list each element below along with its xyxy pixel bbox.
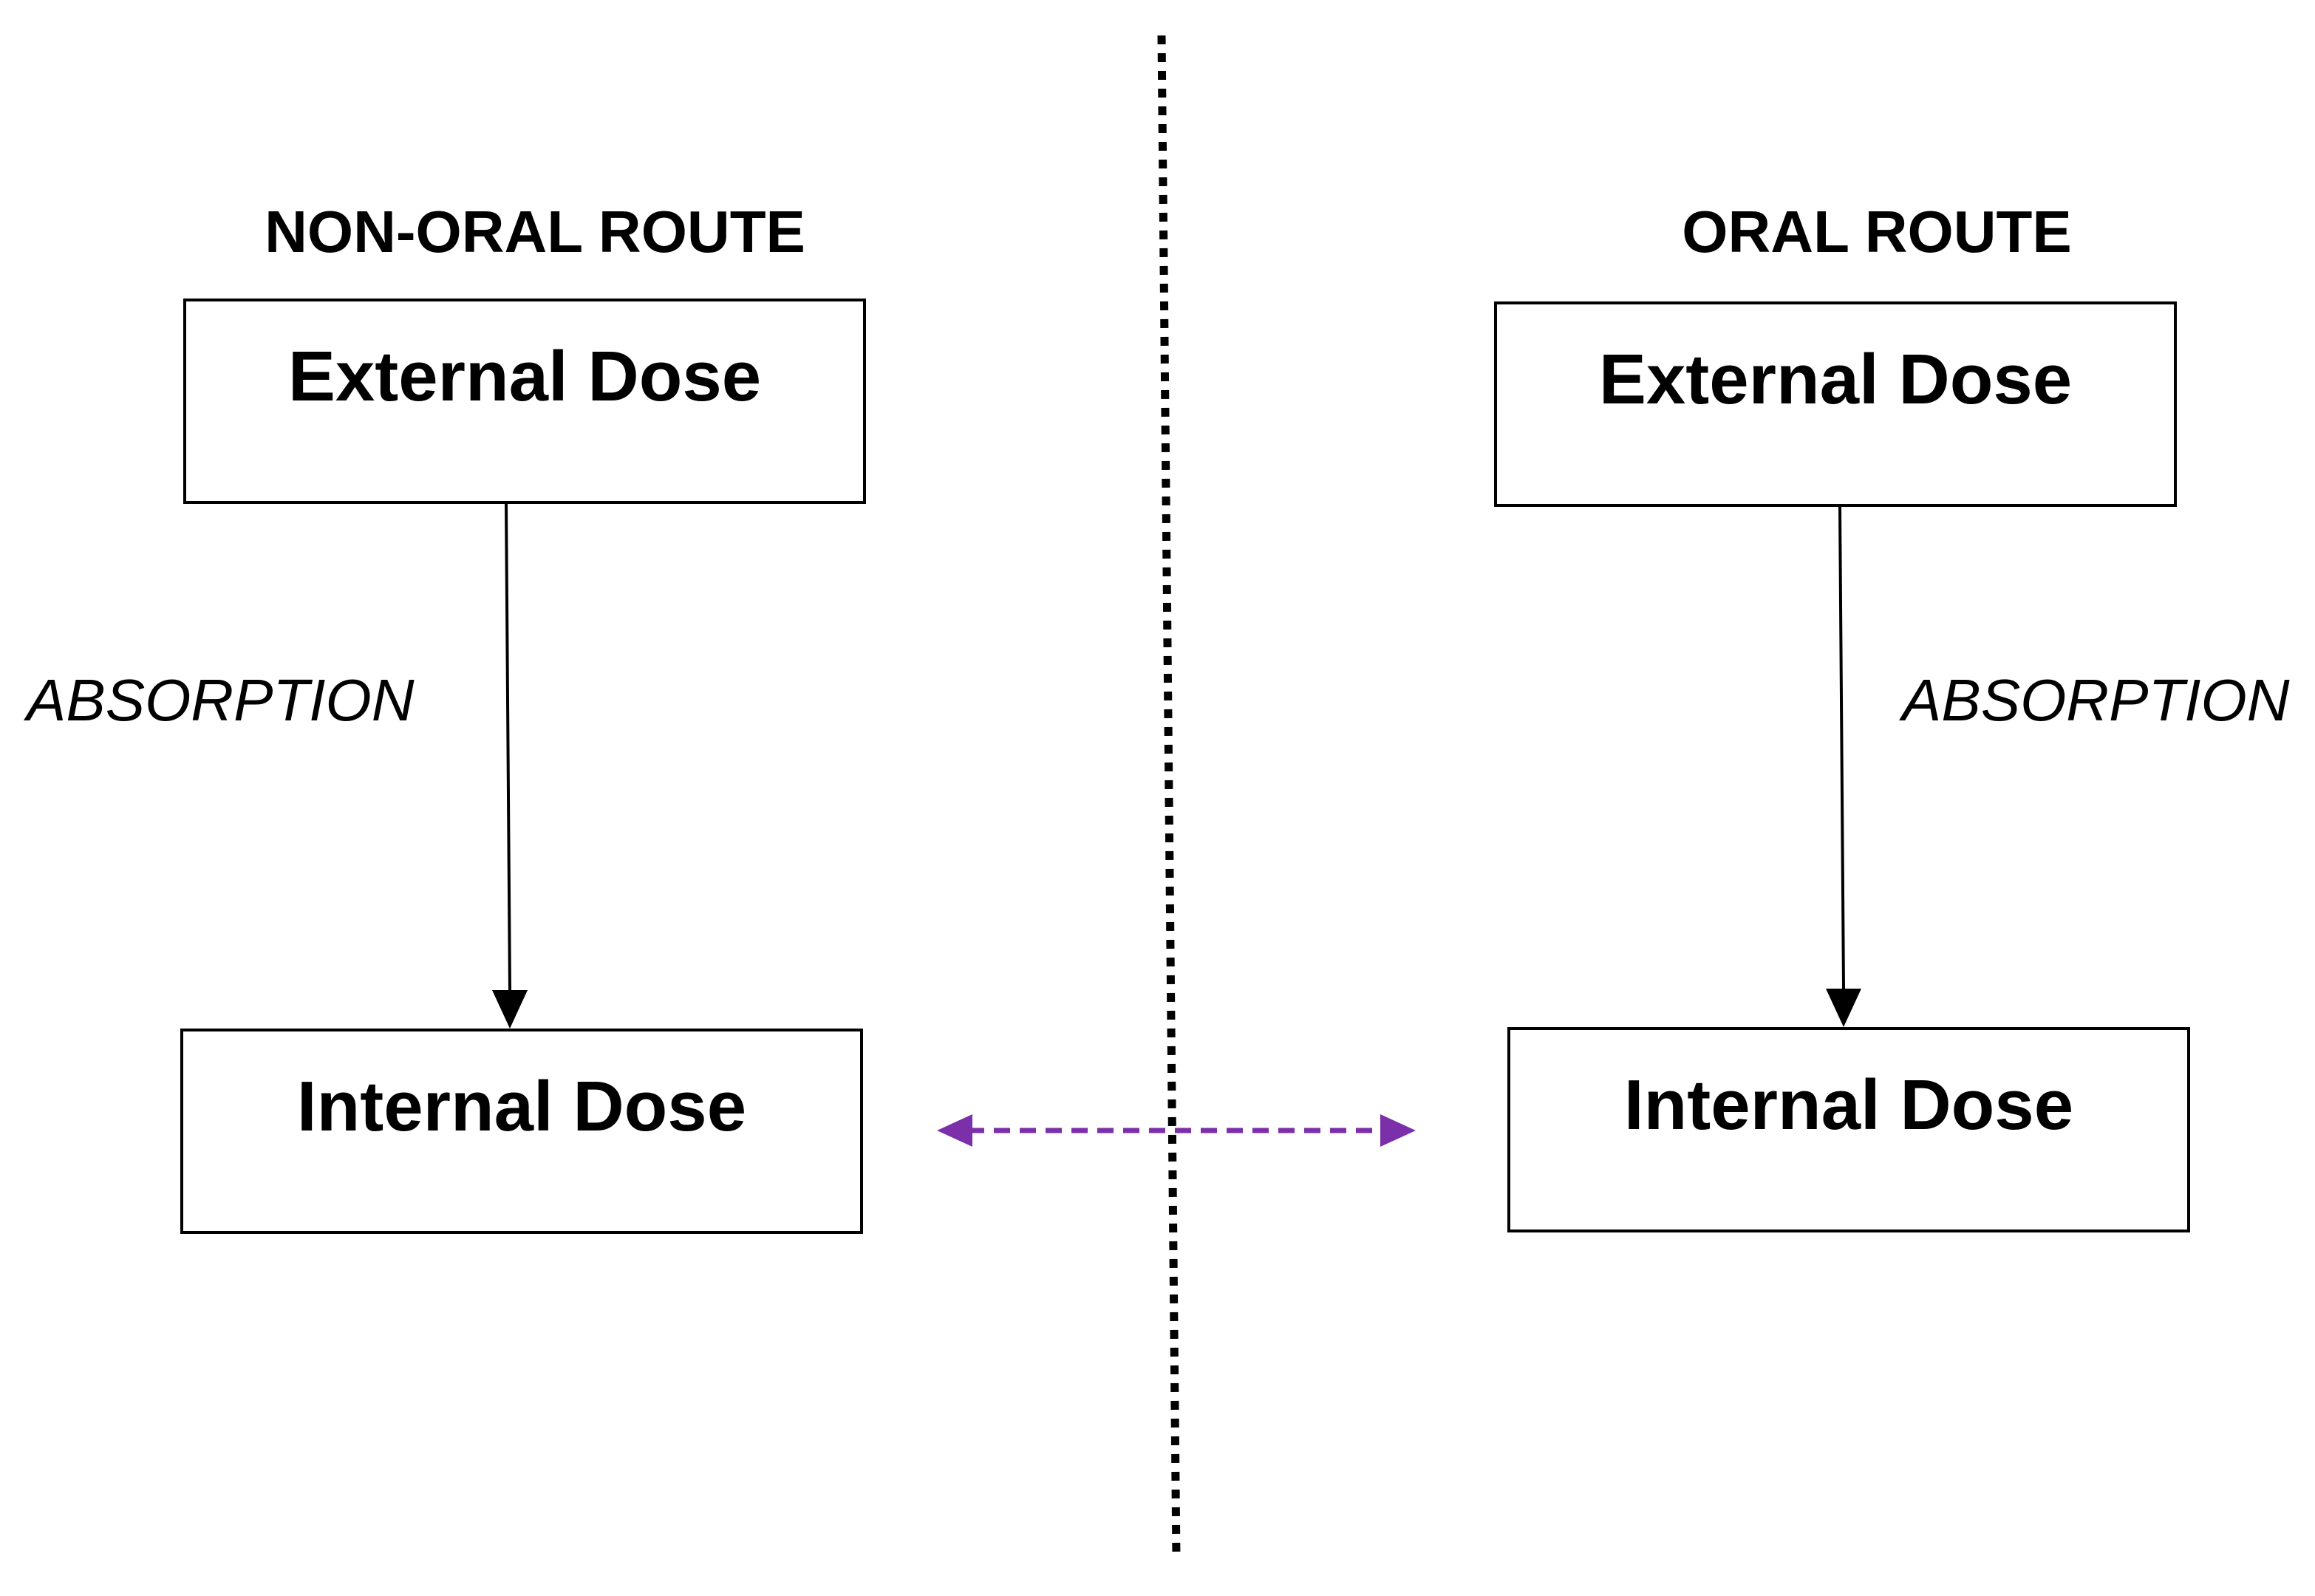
left-external-dose-box: External Dose	[183, 299, 866, 504]
center-divider	[1157, 35, 1181, 1560]
comparison-arrowhead-left	[937, 1114, 972, 1147]
left-internal-dose-box: Internal Dose	[180, 1029, 863, 1234]
left-arrowhead	[492, 990, 528, 1029]
right-absorption-arrow	[1838, 506, 1845, 989]
right-arrowhead	[1826, 989, 1861, 1027]
left-panel-heading: NON-ORAL ROUTE	[265, 199, 805, 265]
comparison-arrowhead-right	[1380, 1114, 1416, 1147]
left-internal-dose-label: Internal Dose	[296, 1067, 747, 1146]
right-panel-heading: ORAL ROUTE	[1682, 199, 2072, 265]
right-external-dose-box: External Dose	[1494, 301, 2177, 507]
right-external-dose-label: External Dose	[1598, 340, 2073, 419]
right-internal-dose-label: Internal Dose	[1623, 1065, 2074, 1145]
right-internal-dose-box: Internal Dose	[1507, 1027, 2190, 1232]
left-external-dose-label: External Dose	[287, 337, 762, 416]
right-absorption-label: ABSORPTION	[1902, 667, 2290, 733]
left-absorption-label: ABSORPTION	[27, 667, 415, 733]
left-absorption-arrow	[505, 503, 511, 991]
